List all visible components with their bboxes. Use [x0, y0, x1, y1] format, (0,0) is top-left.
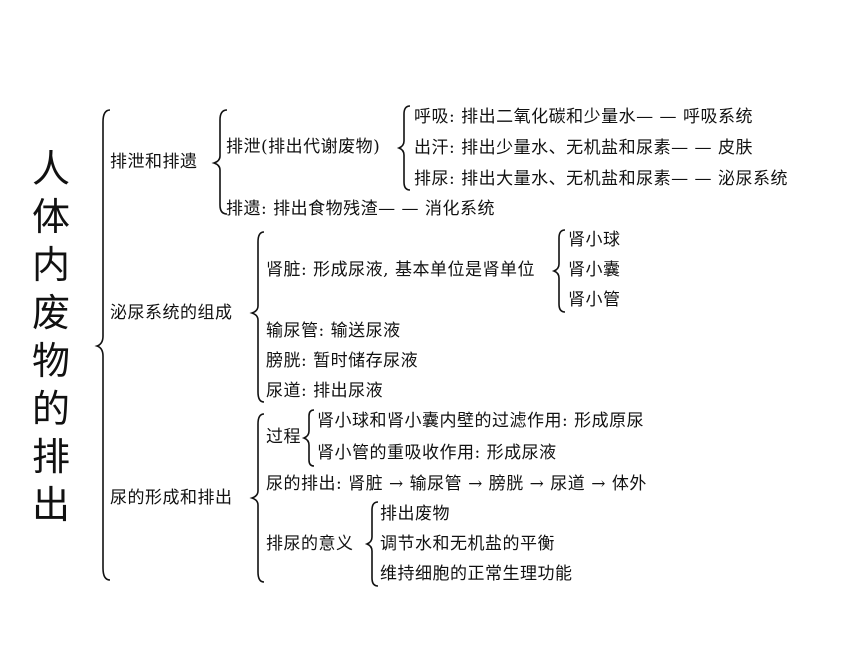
paixie-item: 呼吸: 排出二氧化碳和少量水— — 呼吸系统	[414, 107, 753, 127]
paixie-item: 排尿: 排出大量水、无机盐和尿素— — 泌尿系统	[414, 169, 788, 189]
brace-excretion	[211, 109, 228, 215]
section-label-excretion: 排泄和排遗	[110, 152, 198, 172]
meaning-label: 排尿的意义	[266, 534, 354, 554]
meaning-item: 排出废物	[380, 504, 450, 524]
section-label-urinary: 泌尿系统的组成	[110, 303, 233, 323]
kidney-item: 肾小囊	[568, 260, 621, 280]
paixie-item: 出汗: 排出少量水、无机盐和尿素— — 皮肤	[414, 138, 753, 158]
paixie-label: 排泄(排出代谢废物)	[226, 137, 381, 157]
page-title: 人体内废物的排出	[31, 147, 70, 527]
brace-paixie	[396, 105, 411, 191]
kidney-label: 肾脏: 形成尿液, 基本单位是肾单位	[266, 260, 535, 280]
urinary-organ: 膀胱: 暂时储存尿液	[266, 351, 419, 371]
brace-urinary	[249, 231, 265, 403]
urinary-organ: 尿道: 排出尿液	[266, 381, 384, 401]
kidney-item: 肾小球	[568, 230, 621, 250]
brace-process	[301, 409, 315, 467]
process-item: 肾小管的重吸收作用: 形成尿液	[317, 443, 557, 463]
process-item: 肾小球和肾小囊内壁的过滤作用: 形成原尿	[317, 411, 645, 431]
meaning-item: 调节水和无机盐的平衡	[380, 534, 555, 554]
brace-formation	[249, 413, 265, 583]
brace-main	[94, 109, 111, 581]
urinary-organ: 输尿管: 输送尿液	[266, 321, 401, 341]
section-label-formation: 尿的形成和排出	[110, 488, 233, 508]
brace-kidney	[551, 229, 566, 313]
discharge-path: 尿的排出: 肾脏 → 输尿管 → 膀胱 → 尿道 → 体外	[266, 474, 647, 494]
meaning-item: 维持细胞的正常生理功能	[380, 564, 573, 584]
process-label: 过程	[266, 427, 301, 447]
brace-meaning	[364, 501, 379, 587]
paiyi-text: 排遗: 排出食物残渣— — 消化系统	[226, 199, 495, 219]
kidney-item: 肾小管	[568, 290, 621, 310]
